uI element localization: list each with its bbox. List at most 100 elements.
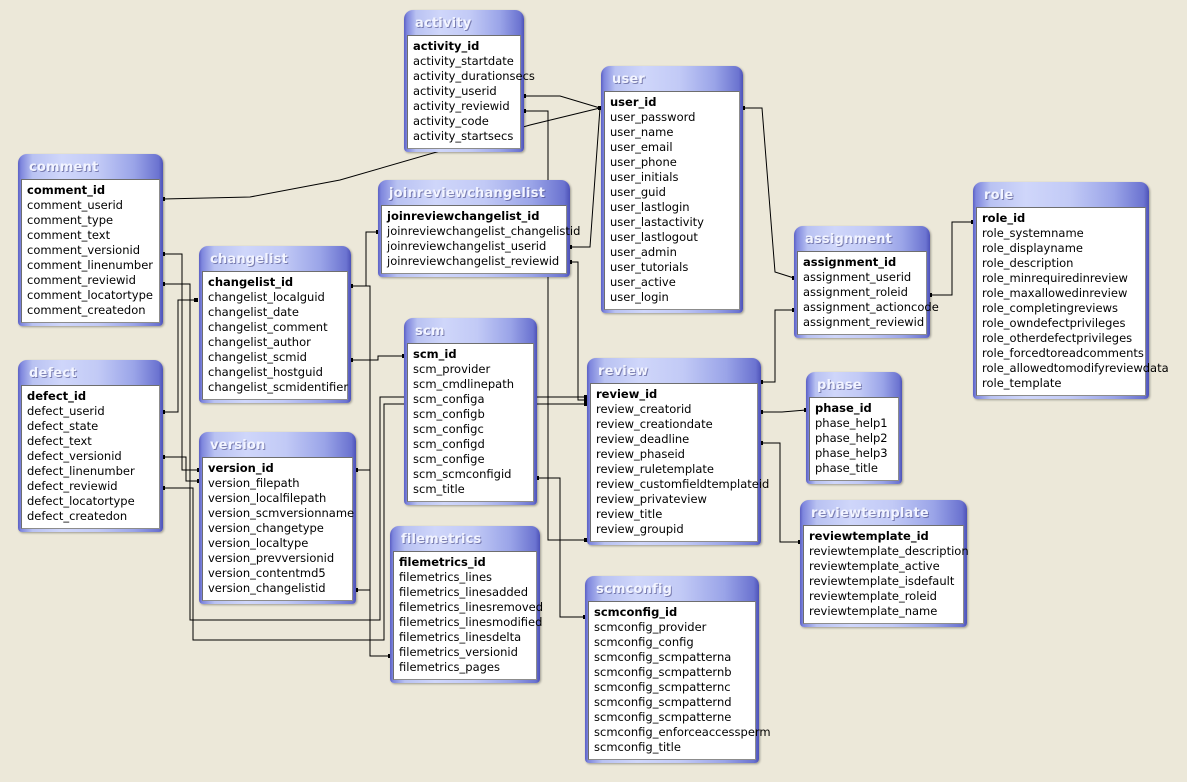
table-field: scmconfig_scmpatternc <box>594 680 731 694</box>
table-field: version_contentmd5 <box>208 566 326 580</box>
table-field: comment_type <box>27 213 114 227</box>
entity-title-activity: activity <box>415 16 472 31</box>
table-field: user_lastactivity <box>610 215 704 229</box>
table-field: defect_userid <box>27 404 105 418</box>
table-field: activity_userid <box>413 84 497 98</box>
table-field: scmconfig_scmpatternd <box>594 695 732 709</box>
table-field: role_otherdefectprivileges <box>982 331 1133 345</box>
table-field: phase_title <box>815 461 878 475</box>
table-field: reviewtemplate_active <box>809 559 940 573</box>
primary-key-field: version_id <box>208 461 274 475</box>
primary-key-field: defect_id <box>27 389 87 403</box>
relationship-line <box>761 409 807 413</box>
primary-key-field: activity_id <box>413 39 480 53</box>
entity-title-assignment: assignment <box>805 232 893 247</box>
table-field: filemetrics_linesmodified <box>399 615 543 629</box>
table-field: scmconfig_title <box>594 740 681 754</box>
table-field: user_admin <box>610 245 677 259</box>
table-field: role_systemname <box>982 226 1084 240</box>
table-field: scmconfig_config <box>594 635 694 649</box>
table-field: joinreviewchangelist_userid <box>387 239 547 253</box>
table-field: activity_reviewid <box>413 99 510 113</box>
table-field: comment_versionid <box>27 243 141 257</box>
relationship-line <box>524 95 601 109</box>
table-field: scm_configb <box>413 407 485 421</box>
table-field: review_creatorid <box>596 402 692 416</box>
table-field: scm_cmdlinepath <box>413 377 514 391</box>
primary-key-field: scm_id <box>413 347 457 361</box>
table-field: version_prevversionid <box>208 551 335 565</box>
table-field: role_description <box>982 256 1074 270</box>
entity-title-scm: scm <box>415 324 445 339</box>
table-field: user_login <box>610 290 669 304</box>
entity-title-filemetrics: filemetrics <box>401 532 482 547</box>
table-field: role_allowedtomodifyreviewdata <box>982 361 1169 375</box>
table-field: phase_help3 <box>815 446 888 460</box>
table-field: assignment_actioncode <box>803 300 939 314</box>
table-field: scm_configa <box>413 392 485 406</box>
relationship-line <box>351 231 378 287</box>
table-field: role_displayname <box>982 241 1083 255</box>
table-field: review_ruletemplate <box>596 462 714 476</box>
table-field: review_phaseid <box>596 447 685 461</box>
table-field: reviewtemplate_description <box>809 544 969 558</box>
table-field: comment_linenumber <box>27 258 154 272</box>
table-field: filemetrics_linesdelta <box>399 630 522 644</box>
table-field: review_creationdate <box>596 417 713 431</box>
table-field: role_completingreviews <box>982 301 1118 315</box>
table-field: assignment_reviewid <box>803 315 925 329</box>
table-field: version_filepath <box>208 476 300 490</box>
table-field: scm_confige <box>413 452 485 466</box>
primary-key-field: phase_id <box>815 401 872 415</box>
table-field: version_localtype <box>208 536 309 550</box>
relationship-line <box>163 299 196 413</box>
relationship-line <box>163 253 199 471</box>
table-field: joinreviewchangelist_reviewid <box>387 254 560 268</box>
relationship-endpoint-marker <box>194 298 198 302</box>
table-field: scm_provider <box>413 362 491 376</box>
table-field: activity_code <box>413 114 489 128</box>
table-field: changelist_comment <box>208 320 328 334</box>
table-field: defect_versionid <box>27 449 122 463</box>
table-field: role_minrequiredinreview <box>982 271 1128 285</box>
table-field: user_tutorials <box>610 260 689 274</box>
relationship-line <box>537 477 585 618</box>
table-field: defect_linenumber <box>27 464 135 478</box>
relationship-line <box>761 442 800 543</box>
entity-title-defect: defect <box>29 366 77 381</box>
table-field: role_maxallowedinreview <box>982 286 1128 300</box>
primary-key-field: user_id <box>610 95 657 109</box>
table-field: scmconfig_scmpatterne <box>594 710 732 724</box>
entity-title-review: review <box>598 364 649 379</box>
table-field: changelist_localguid <box>208 290 325 304</box>
relationship-line <box>163 456 199 482</box>
table-field: user_phone <box>610 155 677 169</box>
table-field: defect_createdon <box>27 509 128 523</box>
table-field: scm_configc <box>413 422 484 436</box>
